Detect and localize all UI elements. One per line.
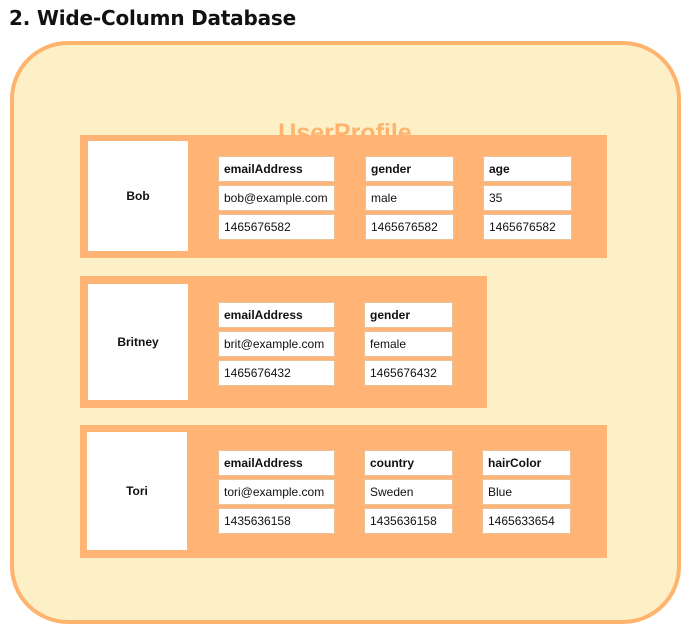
- column-name: gender: [365, 156, 454, 182]
- column-name: emailAddress: [218, 450, 335, 476]
- column-name: hairColor: [482, 450, 571, 476]
- row-tori: Tori emailAddress tori@example.com 14356…: [80, 425, 607, 558]
- column-value: brit@example.com: [218, 331, 335, 357]
- column-timestamp: 1435636158: [218, 508, 335, 534]
- column-value: 35: [483, 185, 572, 211]
- column-name: gender: [364, 302, 453, 328]
- row-bob: Bob emailAddress bob@example.com 1465676…: [80, 135, 607, 258]
- column-value: Sweden: [364, 479, 453, 505]
- column-timestamp: 1465676582: [483, 214, 572, 240]
- column-timestamp: 1465676582: [365, 214, 454, 240]
- page-heading: 2. Wide-Column Database: [9, 6, 296, 30]
- column-value: tori@example.com: [218, 479, 335, 505]
- row-britney: Britney emailAddress brit@example.com 14…: [80, 276, 487, 408]
- column-timestamp: 1435636158: [364, 508, 453, 534]
- column-name: emailAddress: [218, 156, 335, 182]
- column-timestamp: 1465633654: [482, 508, 571, 534]
- column-value: female: [364, 331, 453, 357]
- column-name: emailAddress: [218, 302, 335, 328]
- column-timestamp: 1465676582: [218, 214, 335, 240]
- row-key: Britney: [88, 284, 188, 400]
- row-key: Bob: [88, 141, 188, 251]
- column-timestamp: 1465676432: [218, 360, 335, 386]
- row-key: Tori: [87, 432, 187, 550]
- column-name: age: [483, 156, 572, 182]
- column-value: bob@example.com: [218, 185, 335, 211]
- column-timestamp: 1465676432: [364, 360, 453, 386]
- column-value: Blue: [482, 479, 571, 505]
- column-value: male: [365, 185, 454, 211]
- column-name: country: [364, 450, 453, 476]
